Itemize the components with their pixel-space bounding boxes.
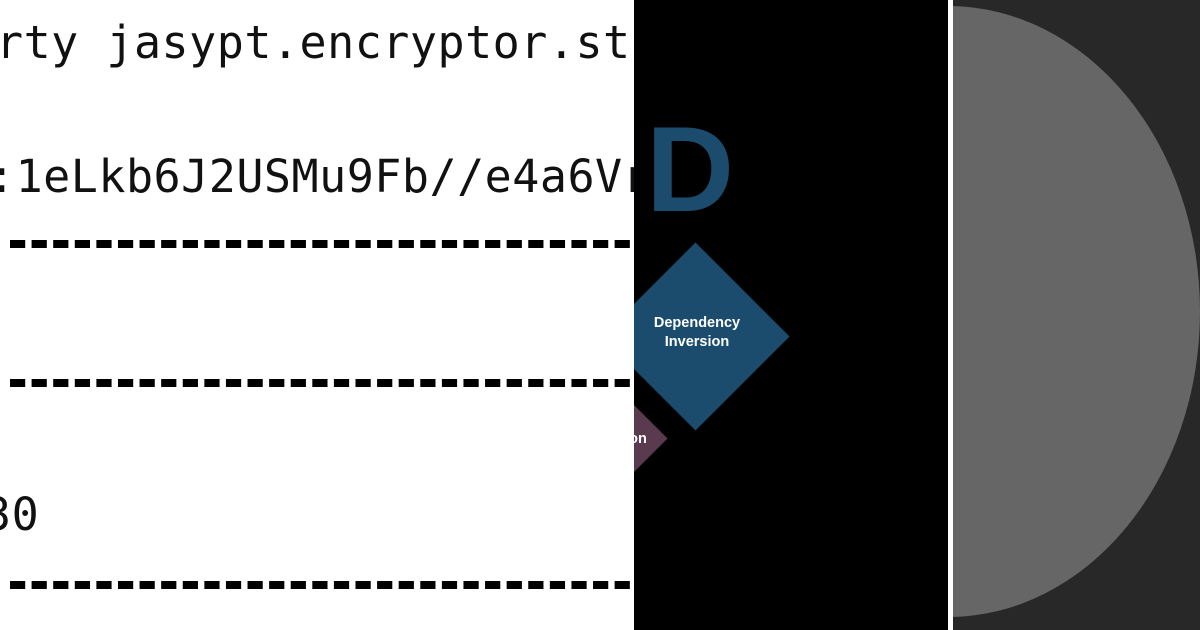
circle-graphic-panel: [953, 0, 1200, 630]
dependency-inversion-label: Dependency Inversion: [634, 314, 760, 352]
panel-divider: [948, 0, 953, 630]
gray-circle-shape: [953, 6, 1200, 617]
console-output-panel: rty jasypt.encryptor.stri :1eLkb6J2USMu9…: [0, 16, 634, 589]
solid-letter-d: D: [646, 101, 735, 237]
label-line-1: Dependency: [653, 315, 741, 331]
dashed-separator: [10, 379, 634, 387]
dashed-separator: [10, 581, 634, 589]
console-line-number: 30: [0, 488, 40, 541]
console-line-property: rty jasypt.encryptor.stri: [0, 16, 634, 69]
maroon-diamond-label: on: [634, 431, 647, 447]
solid-principles-graphic: D Dependency Inversion on: [634, 0, 948, 630]
console-line-encrypted-value: :1eLkb6J2USMu9Fb//e4a6Vrc: [0, 150, 634, 203]
dashed-separator: [10, 240, 634, 248]
label-line-2: Inversion: [664, 334, 730, 350]
